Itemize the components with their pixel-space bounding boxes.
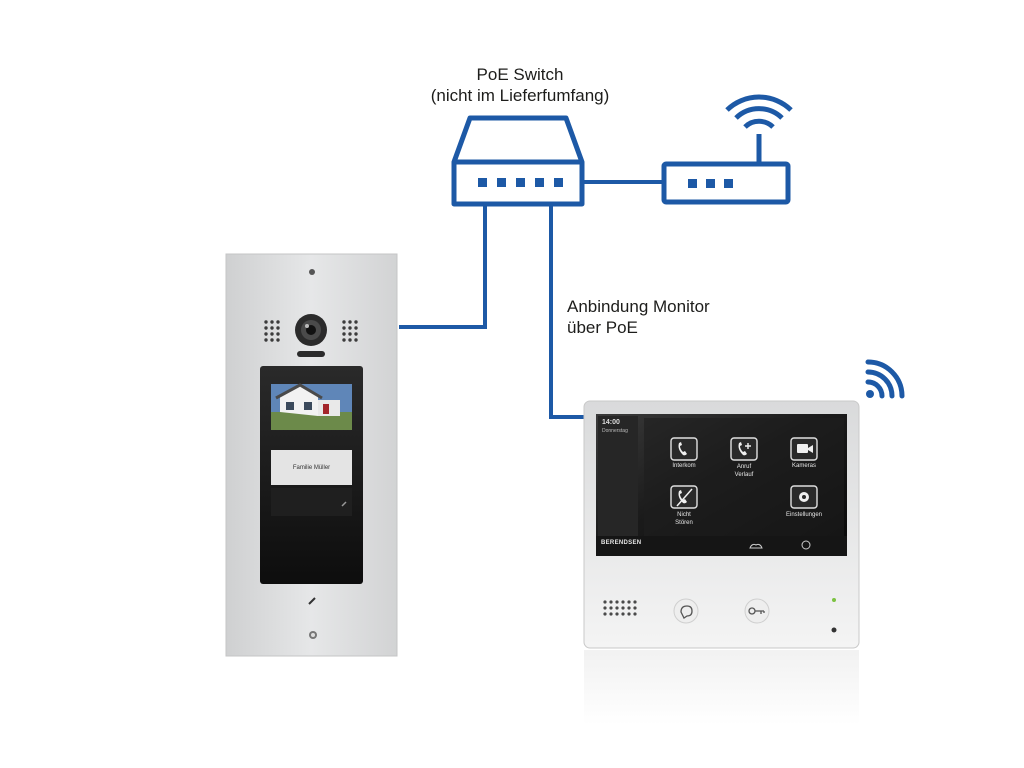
- tile-nicht-stoeren-label[interactable]: Nicht Stören: [675, 512, 693, 526]
- monitor-brand-logo: BERENDSEN: [601, 540, 642, 546]
- tile-kameras-label[interactable]: Kameras: [791, 463, 816, 469]
- router-icon: [661, 94, 793, 205]
- door-name-label: Familie Müller: [292, 464, 331, 471]
- poe-switch-title: PoE Switch: [476, 65, 564, 84]
- tile-anruf-label[interactable]: Anruf Verlauf: [734, 464, 754, 478]
- cable-switch-to-door-station: [399, 204, 487, 329]
- door-station: [225, 253, 398, 657]
- wifi-icon: [865, 359, 905, 399]
- poe-switch-label: PoE Switch (nicht im Lieferfumfang): [400, 64, 640, 106]
- speaker-grill-left: [264, 320, 280, 342]
- poe-switch-note: (nicht im Lieferfumfang): [430, 86, 610, 105]
- connection-label-line2: über PoE: [567, 318, 638, 337]
- monitor-speaker: [603, 600, 637, 616]
- monitor-door-open-button-icon: [744, 598, 770, 624]
- monitor-date: Donnerstag: [602, 428, 628, 434]
- tile-interkom-label[interactable]: Interkom: [672, 463, 696, 469]
- monitor-talk-button-icon: [673, 598, 699, 624]
- tile-einstellungen-label[interactable]: Einstellungen: [785, 512, 823, 518]
- indoor-monitor: [583, 400, 860, 725]
- connection-label: Anbindung Monitor über PoE: [567, 296, 710, 338]
- network-cables: [399, 180, 664, 419]
- speaker-grill-right: [342, 320, 358, 342]
- door-name-button[interactable]: Familie Müller: [271, 450, 352, 485]
- camera-lens-icon: [295, 314, 327, 357]
- monitor-time: 14:00: [602, 419, 620, 426]
- poe-switch-icon: [451, 115, 585, 207]
- cable-switch-to-monitor: [549, 204, 585, 419]
- connection-label-line1: Anbindung Monitor: [567, 297, 710, 316]
- house-photo: [271, 383, 352, 430]
